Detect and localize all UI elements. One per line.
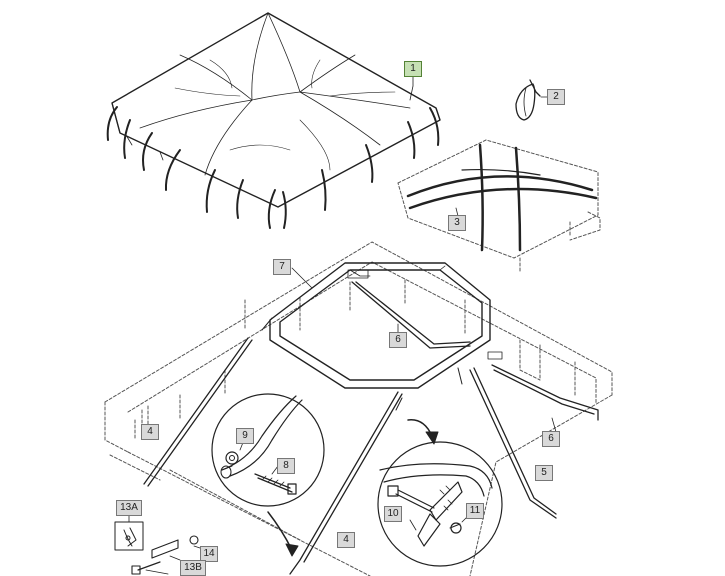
arrow-head [285, 543, 299, 557]
detail-view-bolt [211, 393, 325, 507]
callout-9[interactable]: 9 [236, 428, 254, 444]
callout-1[interactable]: 1 [404, 61, 422, 77]
callout-6[interactable]: 6 [542, 431, 560, 447]
callout-13b[interactable]: 13B [180, 560, 206, 576]
callout-4[interactable]: 4 [141, 424, 159, 440]
octagon-frame [269, 262, 503, 389]
callout-11[interactable]: 11 [466, 503, 484, 519]
leader-line [128, 515, 201, 575]
callout-6[interactable]: 6 [389, 332, 407, 348]
callout-5[interactable]: 5 [535, 465, 553, 481]
leg-rod [143, 337, 557, 575]
callout-10[interactable]: 10 [384, 506, 402, 522]
leader-line [409, 75, 414, 101]
callout-2[interactable]: 2 [547, 89, 565, 105]
lower-frame-outline [104, 241, 613, 576]
callout-8[interactable]: 8 [277, 458, 295, 474]
callout-14[interactable]: 14 [200, 546, 218, 562]
canopy-cover [106, 12, 441, 229]
callout-4[interactable]: 4 [337, 532, 355, 548]
detail-view-bracket [377, 441, 503, 567]
arrow-head [425, 431, 439, 445]
strap-clip [515, 79, 541, 121]
support-rod [351, 281, 599, 421]
upper-frame-section [397, 139, 601, 273]
leader-line [291, 267, 313, 289]
callout-13a[interactable]: 13A [116, 500, 142, 516]
callout-3[interactable]: 3 [448, 215, 466, 231]
leader-line [455, 207, 459, 217]
callout-7[interactable]: 7 [273, 259, 291, 275]
